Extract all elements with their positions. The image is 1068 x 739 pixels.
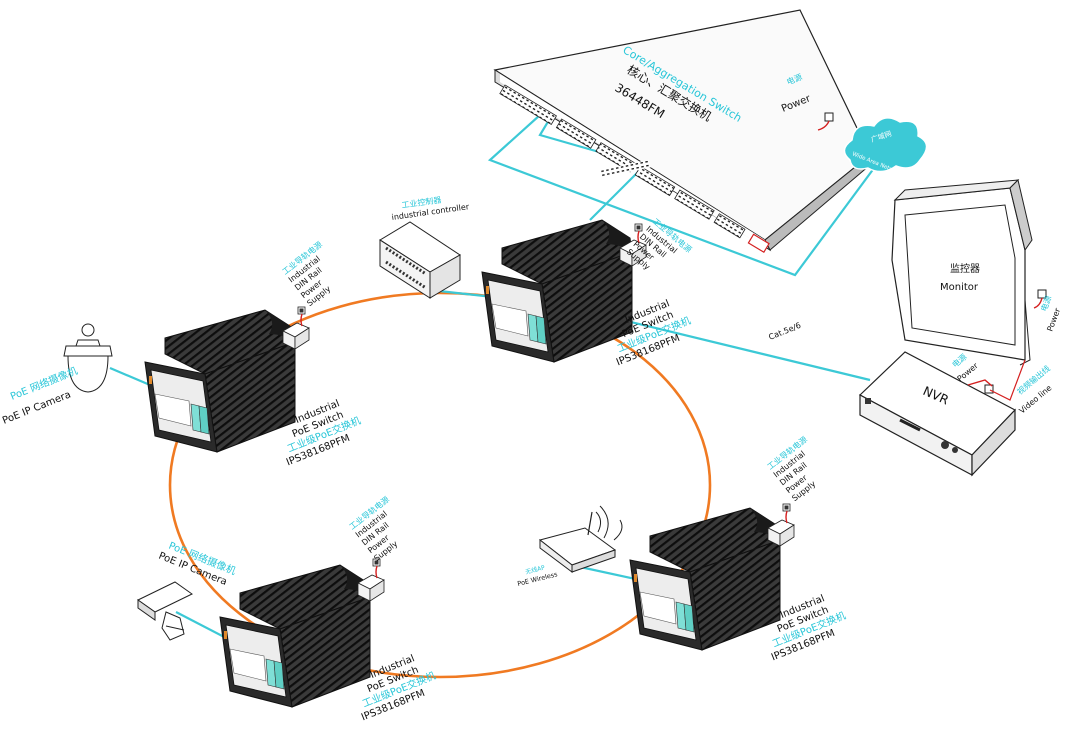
poe-switch-bottom (219, 564, 371, 708)
poe-switch-left (144, 309, 296, 453)
poe-switch-right (629, 507, 781, 651)
psu-bottom-label: 工业导轨电源 Industrial DIN Rail Power Supply (347, 494, 399, 563)
poe-switch-top (481, 219, 633, 363)
monitor: 监控器 Monitor 电源 Power (891, 179, 1062, 366)
dome-camera-icon: PoE 网络摄像机 PoE IP Camera (1, 323, 113, 427)
psu-right-label: 工业导轨电源 Industrial DIN Rail Power Supply (765, 434, 817, 503)
wireless-ap-icon: 无线AP PoE Wireless (517, 505, 623, 588)
monitor-label-en: Monitor (940, 282, 979, 293)
monitor-label-cn: 监控器 (950, 262, 980, 275)
cable-label: Cat.5e/6 (767, 321, 802, 342)
nvr: NVR 电源 Power 视频输出线 Video line (858, 351, 1054, 477)
psu-left-label: 工业导轨电源 Industrial DIN Rail Power Supply (280, 239, 332, 308)
fiber-ring (168, 291, 712, 679)
core-power-plug-icon (824, 112, 834, 122)
industrial-controller: 工业控制器 industrial controller (379, 195, 470, 299)
core-switch: Core/Aggregation Switch 核心、汇聚交换机 36448FM… (493, 9, 871, 254)
